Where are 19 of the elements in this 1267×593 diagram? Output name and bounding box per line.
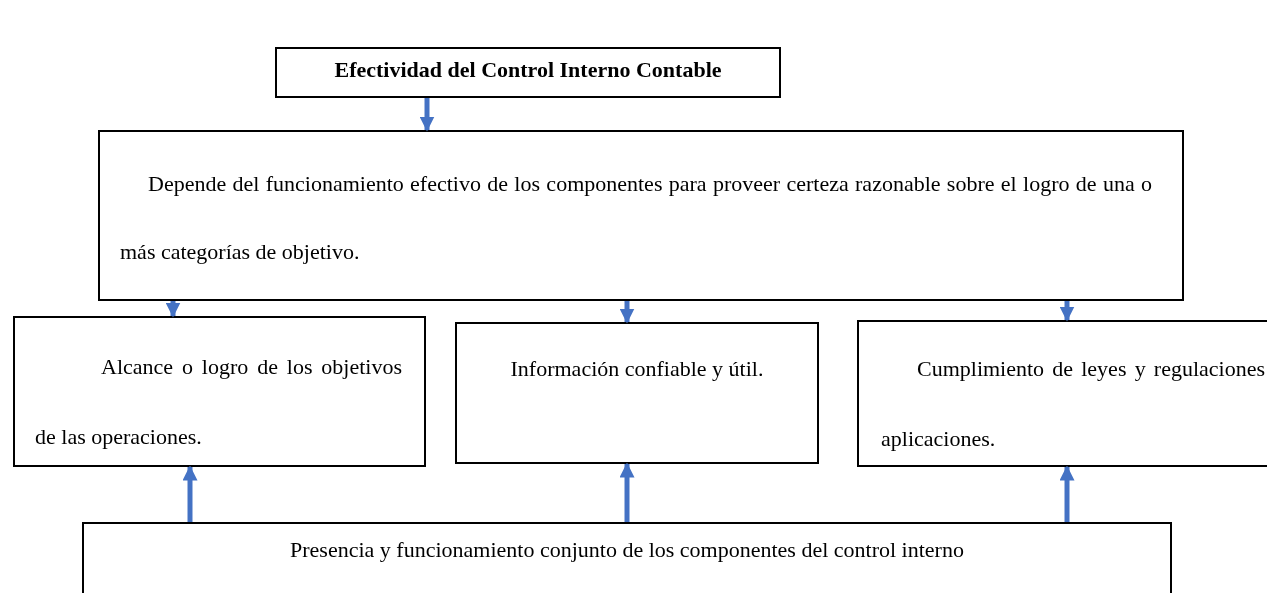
arrow — [619, 462, 635, 522]
process-box — [857, 320, 1267, 467]
process-box — [82, 522, 1172, 593]
box-text: Alcance o logro de los objetivos de las operaciones. — [35, 353, 402, 451]
box-text: Información confiable y útil. — [509, 355, 765, 383]
box-text: Cumplimiento de leyes y regulaciones aplicaciones. — [881, 355, 1265, 453]
process-box — [455, 322, 819, 464]
arrow — [1059, 465, 1075, 522]
process-box — [275, 47, 781, 98]
arrow — [1059, 301, 1075, 322]
process-box — [98, 130, 1184, 301]
arrow — [165, 301, 181, 318]
box-text: Presencia y funcionamiento conjunto de los componentes del control interno — [289, 536, 965, 564]
arrow — [419, 98, 435, 132]
arrow — [619, 301, 635, 324]
box-text: Efectividad del Control Interno Contable — [333, 56, 723, 84]
box-text: Depende del funcionamiento efectivo de los componentes para proveer certeza razonable sobre el logro de una o más categorías de objetivo. — [120, 170, 1152, 266]
arrow — [182, 465, 198, 522]
process-box — [13, 316, 426, 467]
